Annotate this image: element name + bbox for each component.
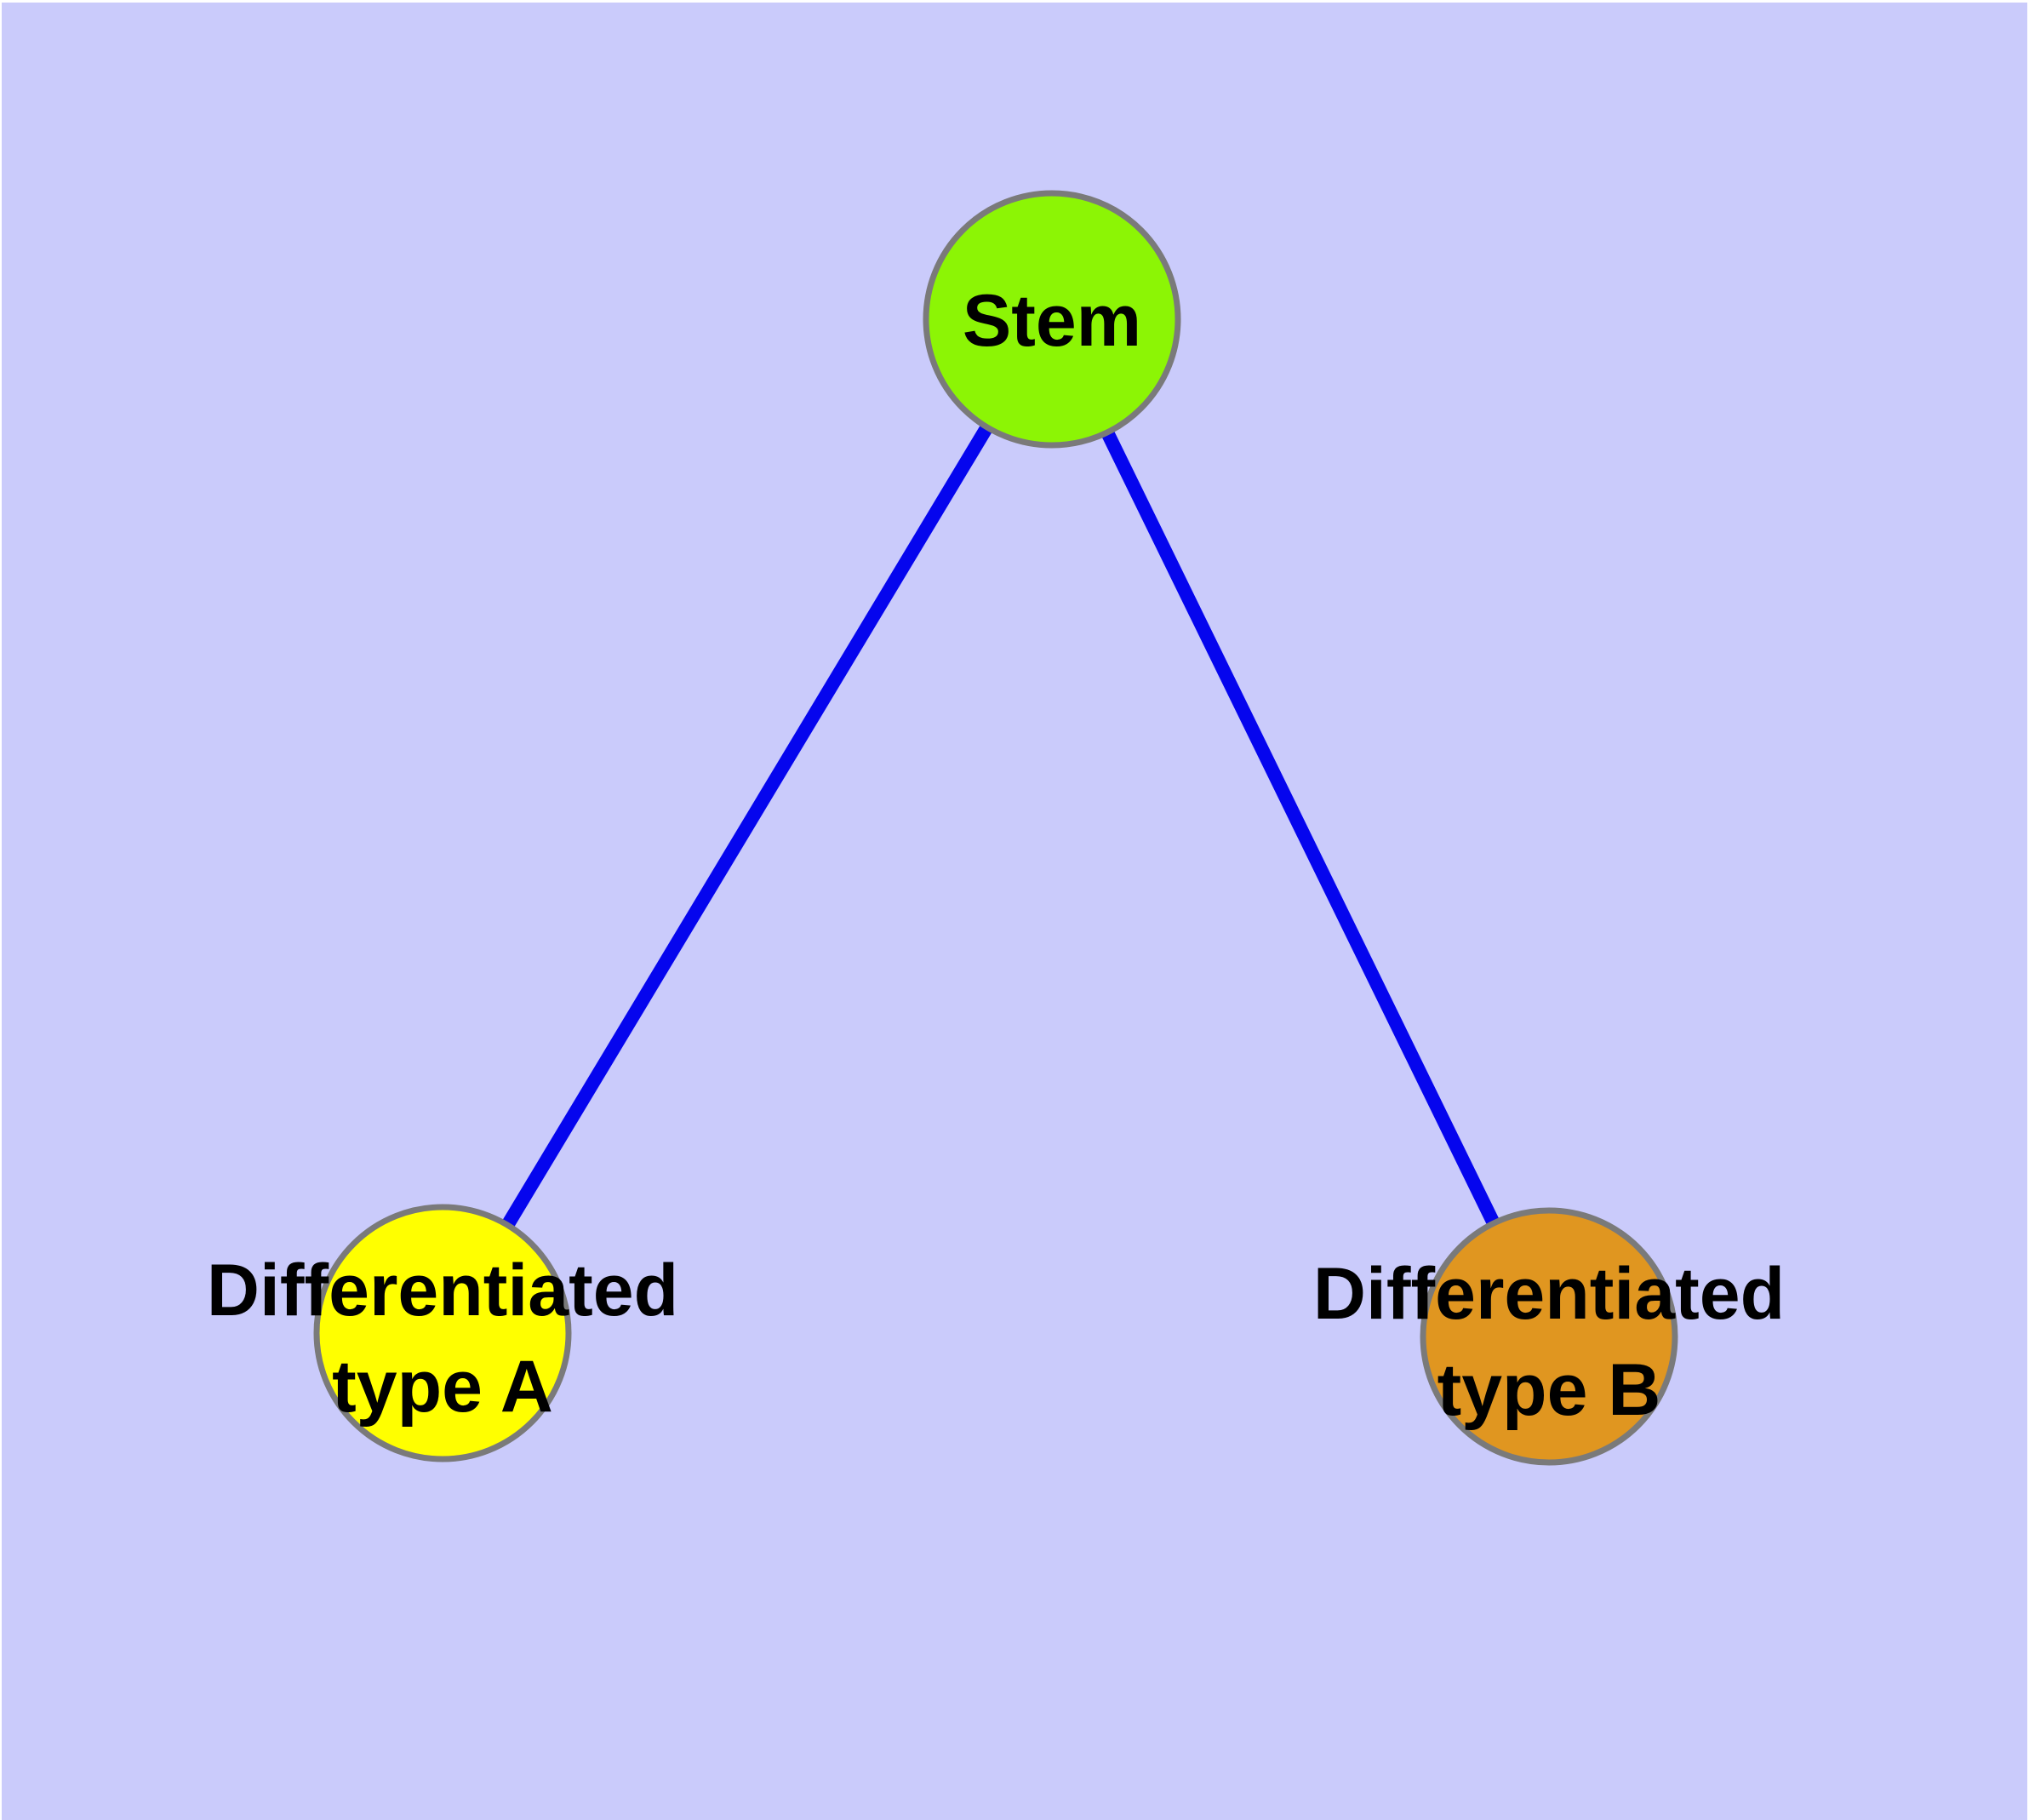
node-differentiated-type-a (313, 1204, 572, 1462)
edge-stem-to-differentiated-type-a (437, 315, 1058, 1337)
node-stem (923, 190, 1181, 449)
node-label-line: type B (1437, 1349, 1661, 1431)
edge-stem-to-differentiated-type-b (1045, 316, 1556, 1340)
node-label-differentiated-type-b: Differentiated type B (1313, 1253, 1785, 1431)
node-differentiated-type-b (1420, 1207, 1678, 1466)
node-label-stem: Stem (963, 280, 1141, 362)
node-label-line: Differentiated (1313, 1253, 1785, 1335)
node-label-differentiated-type-a: Differentiated type A (207, 1250, 678, 1428)
node-label-line: Differentiated (207, 1250, 678, 1331)
node-label-line: Stem (963, 280, 1141, 362)
node-label-line: type A (332, 1346, 553, 1428)
edges (437, 315, 1556, 1340)
